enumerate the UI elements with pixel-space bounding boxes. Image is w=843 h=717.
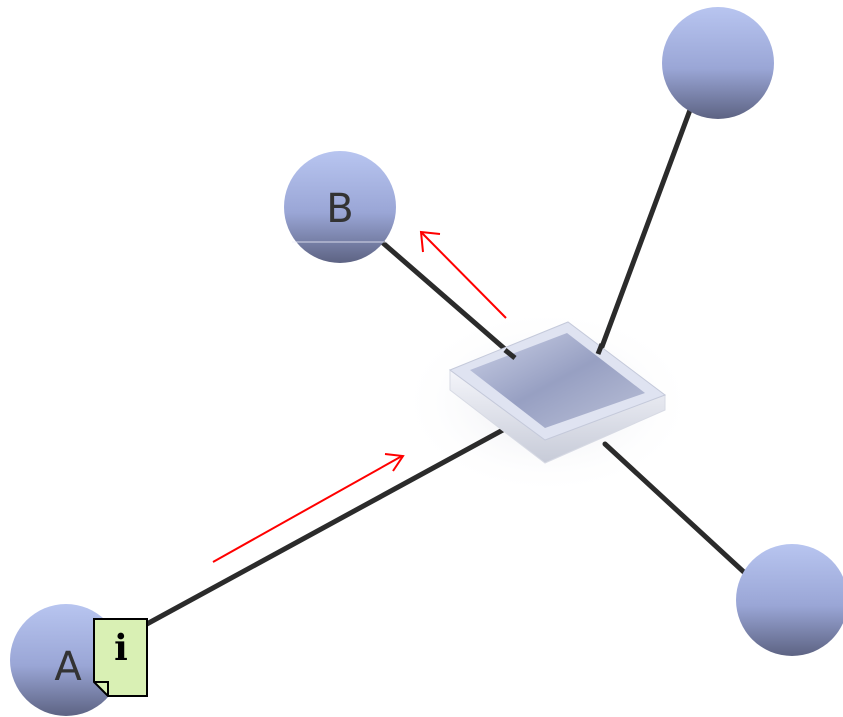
node-d-circle bbox=[736, 544, 843, 656]
node-b-label: B bbox=[326, 186, 353, 232]
info-document-fold bbox=[94, 681, 109, 696]
flow-arrows bbox=[212, 230, 507, 563]
links bbox=[142, 107, 749, 628]
hub-port-1 bbox=[503, 348, 517, 360]
link-c-hub bbox=[597, 107, 693, 355]
info-document bbox=[93, 618, 148, 697]
node-b-circle bbox=[284, 151, 396, 263]
node-d[interactable] bbox=[736, 544, 843, 656]
hub-switch bbox=[448, 321, 667, 464]
flow-arrow-a-to-hub bbox=[212, 453, 405, 563]
link-b-hub bbox=[380, 240, 516, 359]
link-a-hub bbox=[142, 422, 515, 628]
info-icon[interactable]: ℹ bbox=[93, 618, 148, 697]
node-a-label: A bbox=[54, 644, 82, 690]
info-glyph: ℹ bbox=[114, 628, 128, 669]
flow-arrow-hub-to-b bbox=[419, 230, 507, 319]
node-b[interactable]: B bbox=[284, 151, 396, 263]
link-d-hub bbox=[602, 441, 749, 577]
node-c-circle bbox=[662, 7, 774, 119]
node-c[interactable] bbox=[662, 7, 774, 119]
hub-port-2 bbox=[595, 343, 605, 355]
